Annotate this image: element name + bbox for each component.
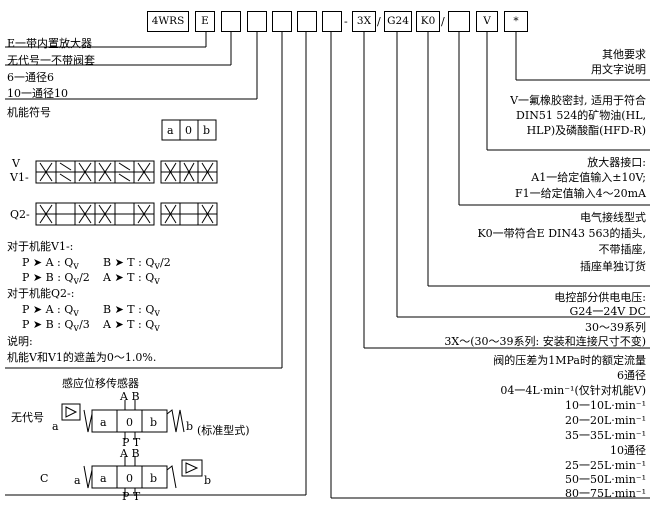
- amp-f1: F1一给定值输入4～20mA: [514, 187, 646, 200]
- q2-row2b: A ➤ T : Qv: [103, 318, 160, 335]
- amp-a1: A1一给定值输入±10V;: [531, 171, 646, 184]
- sensor-valve-standard: [61, 400, 185, 440]
- sensor-title: 感应位移传感器: [62, 377, 139, 390]
- size10-title: 10通径: [610, 444, 646, 457]
- size6-title: 6通径: [617, 369, 646, 382]
- function-symbol-title: 机能符号: [7, 106, 51, 119]
- volt-value: G24一24V DC: [569, 305, 646, 318]
- code-box-sleeve: [221, 11, 241, 32]
- code-box-model: 4WRS: [147, 11, 189, 32]
- series-line-1: 30～39系列: [585, 321, 646, 334]
- sensor-symbol-a-1: a: [100, 416, 107, 429]
- series-line-2: 3X～(30～39系列: 安装和连接尺寸不变): [444, 335, 646, 348]
- conn-line-1: K0一带符合E DIN43 563的插头,: [477, 227, 646, 240]
- note-text: 机能V和V1的遮盖为0～1.0%.: [7, 351, 157, 364]
- flow-80: 80一75L·min⁻¹: [564, 487, 646, 500]
- sensor-symbol-0-1: 0: [126, 416, 133, 429]
- v1-row1a: P ➤ A : Qv: [22, 256, 79, 273]
- seal-line-2: DIN51 524的矿物油(HL,: [516, 109, 646, 122]
- code-box-size: [247, 11, 267, 32]
- code-box-connection: K0: [416, 11, 440, 32]
- v-label: V: [12, 157, 20, 170]
- sensor-pt-1: P T: [122, 436, 141, 449]
- code-box-amplifier: [448, 11, 470, 32]
- flow-title: 阀的压差为1MPa时的额定流量: [493, 354, 646, 367]
- flow-25: 25一25L·min⁻¹: [564, 459, 646, 472]
- q2-row2a: P ➤ B : Qv/3: [22, 318, 90, 335]
- code-box-other: *: [504, 11, 528, 32]
- separator-slash-1: /: [377, 15, 381, 28]
- sensor-port-b-1: b: [186, 420, 194, 433]
- sensor-c-label: C: [40, 472, 49, 485]
- code-box-e: E: [195, 11, 215, 32]
- code-box-function: [272, 11, 292, 32]
- symbol-b: b: [203, 124, 211, 137]
- code-box-seal: V: [476, 11, 498, 32]
- q2-title: 对于机能Q2-:: [7, 287, 75, 300]
- sensor-symbol-b-1: b: [150, 416, 158, 429]
- v1-row2b: A ➤ T : Qv: [103, 271, 160, 288]
- separator-dash: -: [344, 15, 348, 28]
- size6-line: 6一通径6: [7, 71, 54, 84]
- standard-label: (标准型式): [197, 424, 250, 437]
- conn-line-2: 不带插座,: [598, 243, 647, 256]
- code-box-flow: [322, 11, 342, 32]
- flow-10: 10一10L·min⁻¹: [564, 399, 646, 412]
- v1-label: V1-: [10, 171, 29, 184]
- sensor-pt-2: P T: [122, 490, 141, 503]
- seal-line-3: HLP)及磷酸酯(HFD-R): [526, 124, 646, 137]
- flow-50: 50一50L·min⁻¹: [564, 473, 646, 486]
- sensor-ab-1: A B: [120, 390, 140, 403]
- sensor-port-a-2: a: [74, 474, 81, 487]
- v1-row1b: B ➤ T : Qv/2: [103, 256, 171, 273]
- separator-slash-2: /: [441, 15, 445, 28]
- flow-04: 04一4L·min⁻¹(仅针对机能V): [500, 384, 646, 397]
- other-req-2: 用文字说明: [591, 63, 646, 76]
- e-line: E一带内置放大器: [7, 37, 93, 50]
- sensor-symbol-0-2: 0: [126, 472, 133, 485]
- q2-symbols: [35, 202, 218, 226]
- size10-line: 10一通径10: [7, 87, 68, 100]
- q2-row1b: B ➤ T : Qv: [103, 303, 161, 320]
- seal-line-1: V一氟橡胶密封, 适用于符合: [510, 94, 646, 107]
- conn-title: 电气接线型式: [580, 211, 646, 224]
- flow-20: 20一20L·min⁻¹: [564, 414, 646, 427]
- q2-cross-marks: [39, 204, 214, 224]
- sensor-symbol-b-2: b: [150, 472, 158, 485]
- sensor-port-b-2: b: [204, 474, 212, 487]
- sensor-ab-2: A B: [120, 447, 140, 460]
- no-code-line: 无代号一不带阀套: [7, 54, 95, 67]
- v-cross-marks: [39, 162, 214, 182]
- amp-title: 放大器接口:: [587, 156, 646, 169]
- code-box-voltage: G24: [384, 11, 412, 32]
- sensor-valve-c: [83, 456, 203, 496]
- function-symbol-box: [161, 119, 217, 141]
- note-title: 说明:: [7, 335, 33, 348]
- v-v1-symbols: [35, 160, 218, 184]
- v1-title: 对于机能V1-:: [7, 240, 74, 253]
- conn-line-3: 插座单独订货: [580, 260, 646, 273]
- other-req-1: 其他要求: [602, 48, 646, 61]
- flow-35: 35一35L·min⁻¹: [564, 429, 646, 442]
- volt-title: 电控部分供电电压:: [554, 291, 646, 304]
- sensor-port-a-1: a: [52, 420, 59, 433]
- v1-row2a: P ➤ B : Qv/2: [22, 271, 90, 288]
- q2-label: Q2-: [10, 208, 30, 221]
- symbol-a: a: [167, 124, 174, 137]
- q2-row1a: P ➤ A : Qv: [22, 303, 79, 320]
- code-box-series: 3X: [352, 11, 376, 32]
- symbol-0: 0: [185, 124, 192, 137]
- code-box-sensor: [297, 11, 317, 32]
- sensor-symbol-a-2: a: [100, 472, 107, 485]
- sensor-none-label: 无代号: [11, 411, 44, 424]
